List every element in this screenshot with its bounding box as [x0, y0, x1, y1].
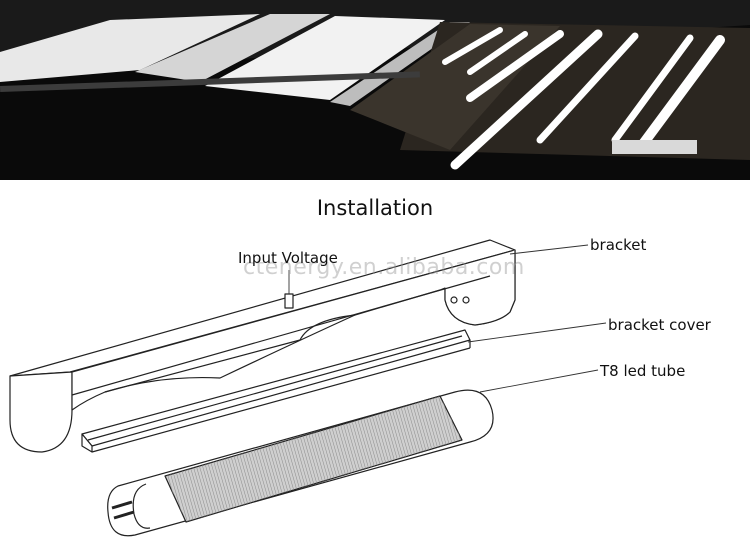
installation-title: Installation — [316, 196, 434, 220]
bracket-shape — [9, 239, 516, 453]
bracket-cover-shape — [81, 329, 471, 453]
t8-tube-shape — [107, 389, 494, 537]
bracket-cover-label: bracket cover — [608, 316, 711, 334]
installation-diagram — [9, 239, 607, 537]
watermark: ctenergy.en.alibaba.com — [243, 255, 525, 280]
led-tubes-photo — [0, 0, 750, 180]
bracket-leader — [509, 244, 589, 255]
tube-leader — [479, 369, 599, 393]
bracket-label: bracket — [590, 236, 647, 254]
input-voltage-label: Input Voltage — [238, 249, 338, 267]
t8-tube-label: T8 led tube — [600, 362, 686, 380]
bracket-cover-leader — [467, 322, 607, 343]
